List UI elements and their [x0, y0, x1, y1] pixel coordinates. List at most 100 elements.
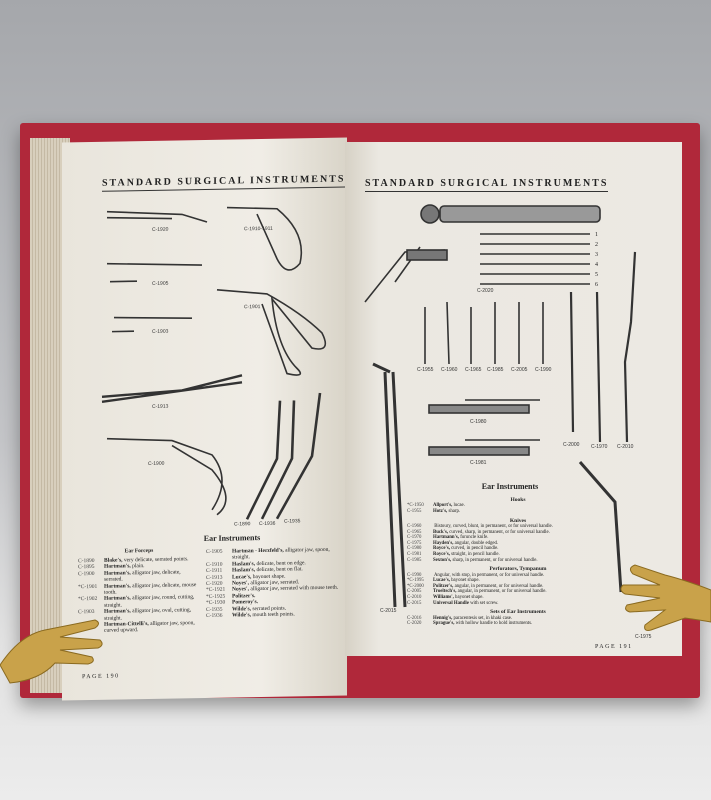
item-desc: sharp, in permanent, or for universal ha…	[452, 557, 538, 563]
item-code: C-2016	[407, 615, 422, 621]
list-item: C-1936 Wilde's, mouth teeth points.	[206, 611, 342, 620]
tip-number: 4	[595, 262, 598, 268]
item-desc: lucae.	[453, 503, 465, 509]
list-item: C-1990 Angular, with stop, in permanent,…	[407, 573, 629, 579]
item-name: Blake's,	[104, 557, 123, 564]
item-code: C-2020	[407, 621, 422, 627]
item-desc: bayonet shape.	[455, 594, 484, 600]
tip-number: 6	[595, 282, 598, 288]
item-code: C-1981	[407, 551, 422, 557]
item-code: C-1936	[206, 612, 223, 620]
item-name: Hartman - Herzfeld's,	[232, 547, 284, 555]
item-code: C-1965	[407, 529, 422, 535]
item-name: Hartman's,	[104, 582, 131, 590]
list-item: C-1980 Royce's, curved, in pencil handle.	[407, 546, 629, 552]
tip-number: 3	[595, 252, 598, 258]
figure-label: C-1985	[487, 367, 504, 373]
item-desc: plain.	[132, 563, 145, 570]
tip-number: 5	[595, 272, 598, 278]
item-desc: mouth teeth points.	[252, 611, 295, 619]
item-desc: straight, in pencil handle.	[451, 551, 500, 557]
right-page-header: STANDARD SURGICAL INSTRUMENTS	[365, 178, 609, 192]
figure-label: C-2000	[563, 442, 580, 448]
item-desc: angular, in permanent, or for universal …	[457, 589, 547, 595]
item-desc: alligator jaw, serrated with mouse teeth…	[250, 585, 339, 593]
item-desc: curved, in pencil handle.	[451, 546, 499, 552]
item-name: Hennig's,	[433, 615, 453, 621]
figure-label: C-1960	[441, 367, 458, 373]
item-code: *C-1995	[407, 578, 424, 584]
forceps-column-2: C-1905 Hartman - Herzfeld's, alligator ja…	[206, 547, 342, 620]
item-code: C-1980	[407, 546, 422, 552]
item-code: C-1905	[206, 548, 223, 555]
subsection-title: Ear Forceps	[124, 547, 154, 555]
item-name: Politzer's,	[433, 583, 454, 589]
item-name: Buck's,	[433, 529, 449, 535]
tip-number: 1	[595, 232, 598, 238]
item-code: C-2005	[407, 589, 422, 595]
figure-label: C-2020	[477, 288, 494, 294]
item-code: C-1975	[407, 540, 422, 546]
item-desc: angular, in permanent, or for universal …	[454, 583, 544, 589]
figure-label: C-1980	[470, 419, 487, 425]
brass-hand-left	[0, 619, 103, 684]
item-desc: very delicate, serrated points.	[123, 556, 189, 564]
item-name: Universal Handle	[433, 600, 469, 606]
item-code: C-1960	[407, 524, 422, 529]
figure-label: C-1970	[591, 444, 608, 450]
list-item: C-1975 Hayden's, angular, double edged.	[407, 541, 629, 547]
item-desc: Angular, with stop, in permanent, or for…	[433, 572, 545, 578]
figure-label: C-1913	[152, 403, 169, 410]
item-code: C-2015	[407, 600, 422, 606]
item-name: Sexton's,	[433, 557, 452, 563]
item-code: C-1900	[78, 570, 95, 578]
right-page: STANDARD SURGICAL INSTRUMENTS C-2020 C-1…	[345, 142, 682, 656]
figure-label: C-1901	[244, 304, 261, 311]
item-desc: with hollow handle to hold instruments.	[455, 621, 533, 627]
item-desc: angular, double edged.	[454, 540, 499, 546]
list-item: C-1970 Hartmann's, furuncle knife.	[407, 535, 629, 541]
item-desc: delicate, bent on flat.	[256, 566, 303, 574]
item-name: Hartmann's,	[433, 535, 459, 541]
item-name: Troeltsch's,	[433, 589, 457, 595]
item-desc: sharp.	[448, 509, 461, 514]
item-code: C-1955	[407, 509, 422, 514]
list-item: C-2005 Troeltsch's, angular, in permanent…	[407, 589, 629, 595]
item-name: Noyes',	[232, 586, 249, 593]
figure-label: C-1903	[152, 328, 169, 335]
brass-hand-right	[620, 564, 711, 631]
item-code: C-1970	[407, 535, 422, 541]
item-name: Hayden's,	[433, 540, 454, 546]
figure-label: C-1936	[259, 520, 276, 528]
group-title: Hooks	[510, 497, 526, 503]
item-name: Wilde's,	[232, 612, 252, 619]
item-desc: Bistoury, curved, blunt, in permanent, o…	[434, 524, 553, 529]
group-title: Knives	[509, 517, 527, 524]
item-desc: furuncle knife.	[460, 535, 489, 541]
figure-label: C-1900	[148, 460, 165, 467]
item-name: Allport's,	[433, 503, 453, 509]
group-title: Perforators, Tympanum	[489, 566, 547, 573]
item-name: Hartman-Cittelli's,	[104, 621, 149, 628]
section-title: Ear Instruments	[203, 533, 261, 544]
item-name: Royce's,	[433, 546, 450, 552]
figure-label: C-1935	[284, 518, 301, 525]
right-page-illustrations	[364, 204, 637, 608]
figure-label: C-1965	[465, 367, 482, 373]
figure-label: C-1920	[152, 226, 169, 233]
figure-label: C-1975	[635, 634, 652, 640]
figure-label: C-2010	[617, 444, 634, 450]
item-name: Lucae's,	[433, 578, 450, 584]
item-code: *C-2000	[407, 583, 424, 589]
